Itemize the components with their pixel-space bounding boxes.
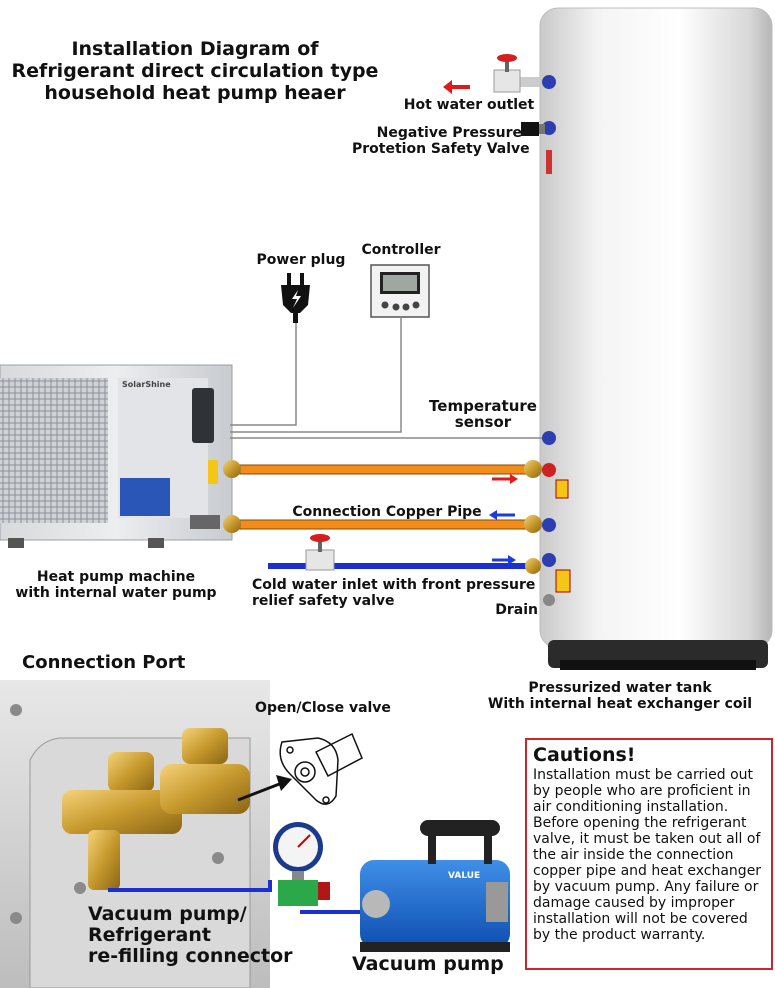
power-wire [230,323,297,426]
open-close-valve-label: Open/Close valve [255,700,391,716]
diagram-title: Installation Diagram of Refrigerant dire… [0,38,390,104]
open-close-valve-drawing [279,732,363,805]
cautions-text: Installation must be carried out by peop… [533,767,762,943]
connection-port-closeup [0,680,270,988]
tank-line-1: Pressurized water tank [528,680,712,696]
negative-pressure-line-1: Negative Pressure [376,125,522,141]
cold-water-line-2: relief safety valve [252,593,395,609]
vacuum-pump-label: Vacuum pump [352,953,504,975]
heat-pump-line-1: Heat pump machine [36,569,196,585]
copper-pipe-lower [223,515,542,533]
heat-pump-line-2: with internal water pump [15,585,217,601]
hot-outlet-valve [493,54,540,93]
cold-water-inlet-label: Cold water inlet with front pressure rel… [252,577,536,609]
title-line-2: Refrigerant direct circulation type [11,60,379,82]
vacuum-hose [108,880,272,892]
connection-port-heading: Connection Port [22,652,186,673]
gauge-icon [273,822,330,906]
negative-pressure-line-2: Protetion Safety Valve [352,141,530,157]
temperature-sensor-label: Temperature sensor [420,398,546,430]
cautions-box: Cautions! Installation must be carried o… [525,738,773,970]
cold-water-line-1: Cold water inlet with front pressure [252,577,536,593]
safety-valve-icon [521,122,545,136]
power-plug-icon [281,273,310,323]
negative-pressure-label: Negative Pressure Protetion Safety Valve [352,125,530,157]
controller-label: Controller [361,242,441,258]
tank-fittings [542,75,571,606]
vacuum-connector-line-3: re-filling connector [88,945,293,967]
hot-water-outlet-label: Hot water outlet [403,97,535,113]
title-line-3: household heat pump heaer [44,82,346,104]
pump-brand-text: VALUE [448,871,480,881]
water-tank [539,7,773,670]
temperature-sensor-line-1: Temperature [429,397,537,415]
unit-brand-text: SolarShine [122,380,171,389]
connection-copper-pipe-label: Connection Copper Pipe [292,504,482,520]
heat-pump-unit [0,364,233,548]
vacuum-connector-label: Vacuum pump/ Refrigerant re-filling conn… [88,904,293,967]
tank-line-2: With internal heat exchanger coil [487,696,753,712]
controller-wire [230,317,402,433]
vacuum-connector-line-2: Refrigerant [88,924,211,946]
vacuum-connector-line-1: Vacuum pump/ [88,903,247,925]
vacuum-pump [360,820,510,952]
temperature-sensor-line-2: sensor [454,413,512,431]
tank-label: Pressurized water tank With internal hea… [470,680,770,712]
cold-water-pipe [268,534,541,574]
power-plug-label: Power plug [256,252,346,268]
title-line-1: Installation Diagram of [71,38,319,60]
controller-icon [370,264,430,318]
drain-label: Drain [495,602,538,618]
copper-pipe-upper [223,460,542,478]
cautions-heading: Cautions! [533,744,636,766]
heat-pump-label: Heat pump machine with internal water pu… [0,569,232,601]
